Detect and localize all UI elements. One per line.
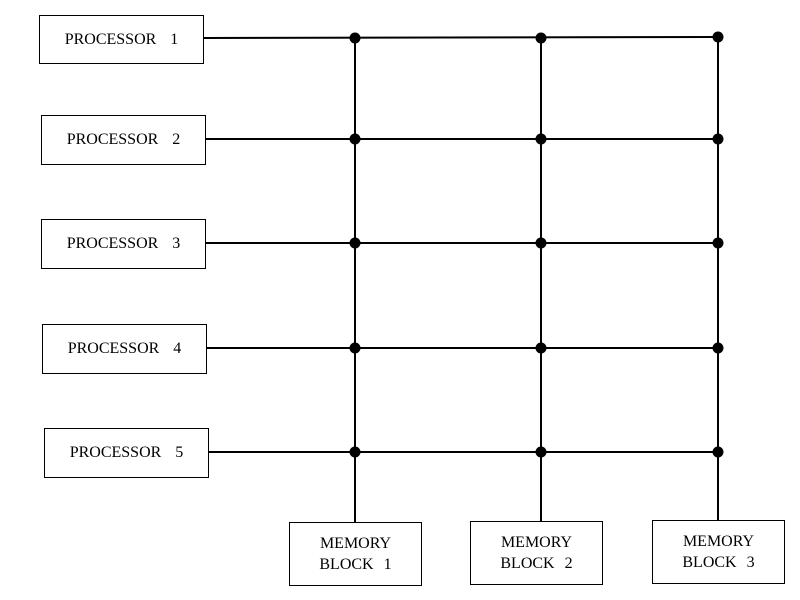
crosspoint-node-p5-m3: [712, 446, 724, 458]
memory-block-1-word: BLOCK: [319, 556, 374, 573]
processor-1-bus-line: [203, 36, 719, 39]
memory-block-2-number: 2: [564, 555, 573, 572]
processor-2-label: PROCESSOR 2: [67, 131, 181, 149]
crosspoint-node-p5-m1: [349, 446, 361, 458]
memory-block-3-word: BLOCK: [682, 554, 737, 571]
memory-block-3-line1: MEMORY: [682, 533, 755, 550]
crosspoint-node-p3-m2: [535, 237, 547, 249]
memory-block-1-box: MEMORY BLOCK 1: [289, 522, 422, 586]
crosspoint-node-p1-m1: [349, 32, 361, 44]
processor-5-label: PROCESSOR 5: [70, 444, 184, 462]
crosspoint-node-p4-m1: [349, 342, 361, 354]
processor-4-number: 4: [173, 340, 182, 357]
processor-4-label: PROCESSOR 4: [68, 340, 182, 358]
memory-block-1-line2: BLOCK 1: [319, 554, 391, 575]
crosspoint-node-p2-m1: [349, 133, 361, 145]
processor-3-box: PROCESSOR 3: [41, 219, 206, 269]
memory-block-3-line2: BLOCK 3: [682, 552, 754, 573]
processor-1-label: PROCESSOR 1: [65, 31, 179, 49]
processor-1-box: PROCESSOR 1: [39, 15, 204, 64]
crosspoint-node-p2-m2: [535, 133, 547, 145]
processor-4-box: PROCESSOR 4: [42, 324, 207, 374]
memory-block-1-line1: MEMORY: [319, 535, 392, 552]
crosspoint-node-p4-m3: [712, 342, 724, 354]
processor-3-label: PROCESSOR 3: [67, 235, 181, 253]
memory-block-2-line1: MEMORY: [500, 534, 573, 551]
crosspoint-node-p2-m3: [712, 133, 724, 145]
processor-2-box: PROCESSOR 2: [41, 115, 206, 165]
processor-5-box: PROCESSOR 5: [44, 428, 209, 478]
processor-5-word: PROCESSOR: [69, 444, 162, 461]
processor-4-word: PROCESSOR: [67, 340, 160, 357]
memory-block-2-box: MEMORY BLOCK 2: [470, 521, 603, 585]
processor-5-number: 5: [175, 444, 184, 461]
memory-block-3-number: 3: [746, 554, 755, 571]
crosspoint-nodes: [349, 31, 724, 458]
processor-1-number: 1: [170, 30, 179, 48]
memory-block-2-word: BLOCK: [500, 555, 555, 572]
memory-block-3-box: MEMORY BLOCK 3: [652, 520, 785, 584]
memory-block-2-line2: BLOCK 2: [500, 553, 572, 574]
processor-3-word: PROCESSOR: [66, 235, 159, 252]
crosspoint-node-p4-m2: [535, 342, 547, 354]
processor-1-word: PROCESSOR: [64, 30, 157, 48]
processor-2-number: 2: [172, 131, 181, 148]
crosspoint-node-p3-m1: [349, 237, 361, 249]
crosspoint-node-p3-m3: [712, 237, 724, 249]
crosspoint-node-p1-m2: [535, 32, 547, 44]
crosspoint-node-p5-m2: [535, 446, 547, 458]
crossbar-wires: [203, 36, 719, 522]
crosspoint-node-p1-m3: [712, 31, 724, 43]
memory-block-1-number: 1: [383, 556, 392, 573]
processor-2-word: PROCESSOR: [66, 131, 159, 148]
processor-3-number: 3: [172, 235, 181, 252]
